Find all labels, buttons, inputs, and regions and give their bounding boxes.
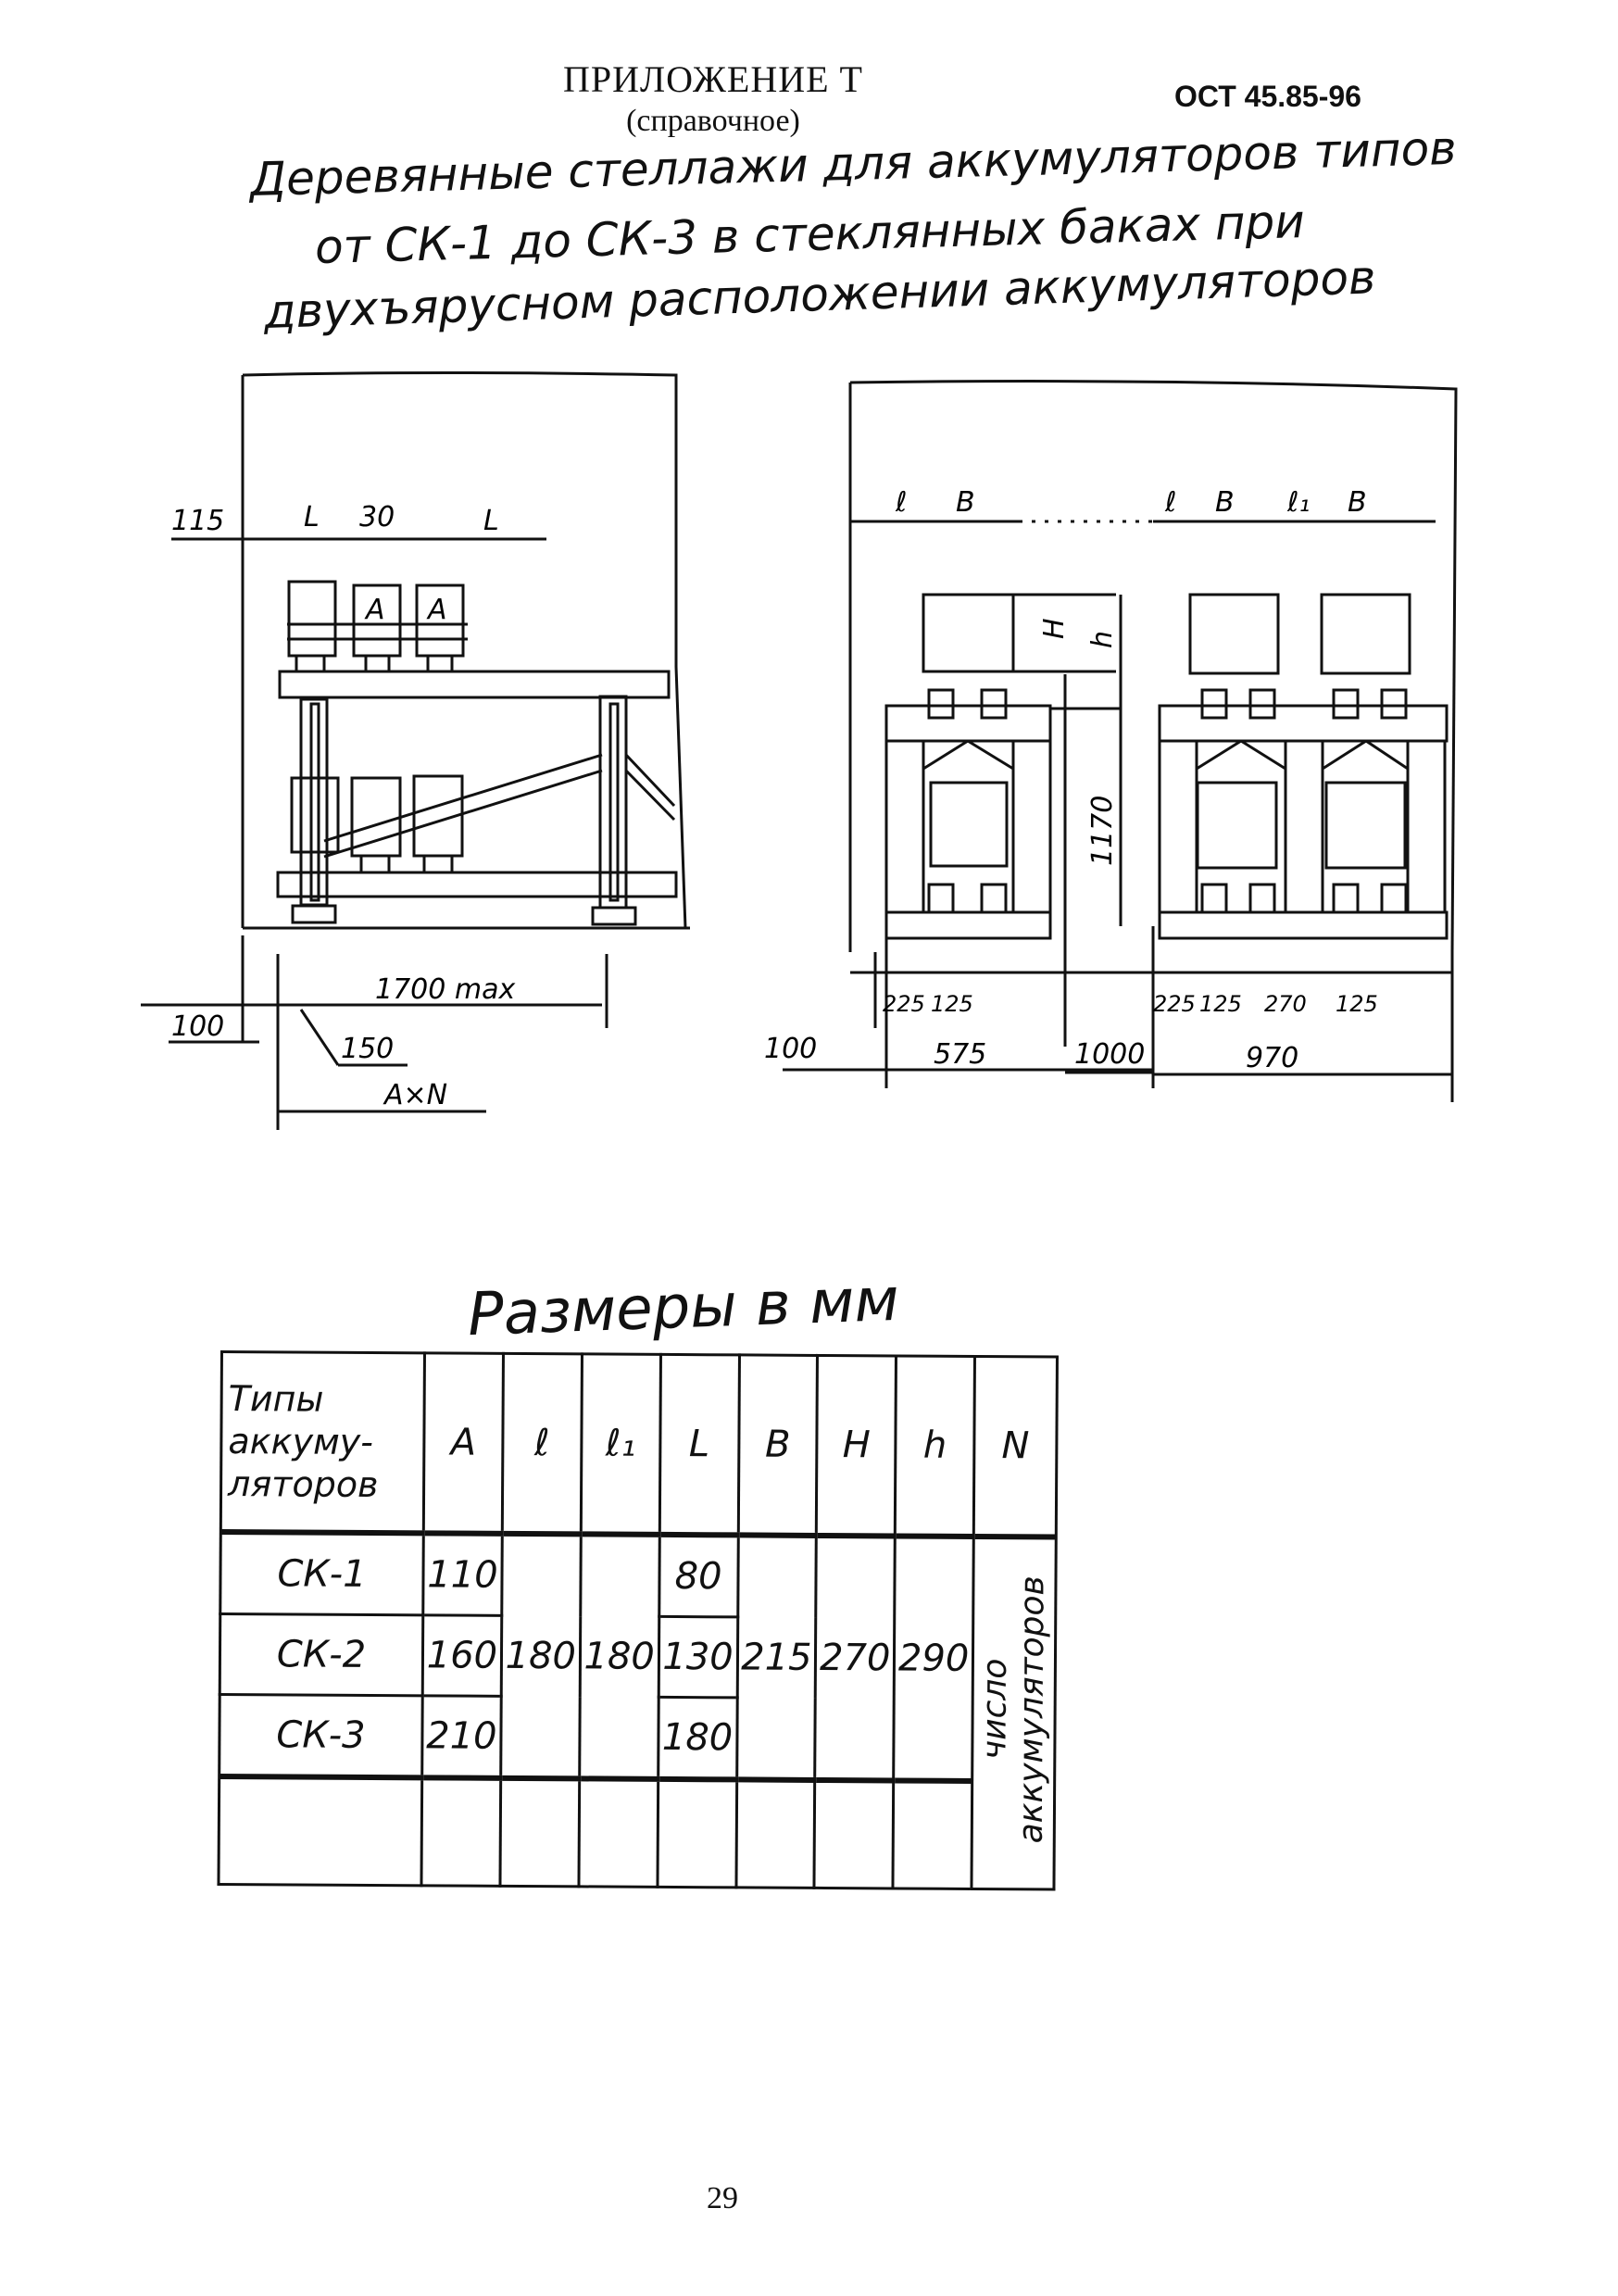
cell-A: 110	[422, 1533, 503, 1616]
dim-270: 270	[1264, 991, 1307, 1017]
row-type: СК-1	[219, 1532, 424, 1615]
cell-L: 130	[658, 1616, 738, 1698]
cell-l: 180	[500, 1533, 582, 1779]
dim-B-3: B	[1348, 486, 1367, 519]
table-row-empty	[218, 1776, 1055, 1889]
dim-970: 970	[1246, 1042, 1298, 1074]
cell-A: 160	[422, 1614, 502, 1697]
dim-115: 115	[171, 505, 224, 537]
dim-B-2: B	[1215, 486, 1235, 519]
dim-575: 575	[934, 1038, 986, 1071]
cell-A: 210	[421, 1695, 502, 1778]
header-L: L	[658, 1354, 739, 1536]
dim-L-right: L	[483, 505, 499, 537]
dim-1170: 1170	[1086, 796, 1119, 866]
dim-l1: ℓ₁	[1286, 486, 1310, 519]
right-end-view	[783, 380, 1458, 1102]
dimensions-table: Типы аккуму-ляторов A ℓ ℓ₁ L B H h N СК-…	[217, 1350, 1059, 1891]
dim-150: 150	[341, 1033, 394, 1065]
header-h: h	[895, 1355, 975, 1537]
cell-L: 80	[658, 1534, 738, 1617]
cell-h: 290	[893, 1536, 974, 1781]
left-side-view	[141, 371, 690, 1130]
label-A-2: A	[426, 594, 447, 626]
header-l: ℓ	[502, 1353, 583, 1535]
dim-30: 30	[359, 501, 395, 533]
dim-125-c: 125	[1336, 991, 1378, 1017]
empty-cell	[499, 1777, 580, 1887]
dim-L-left: L	[304, 501, 320, 533]
cell-l1: 180	[579, 1534, 659, 1779]
empty-cell	[578, 1778, 658, 1888]
header-types: Типы аккуму-ляторов	[220, 1351, 425, 1534]
label-A-1: A	[364, 594, 385, 626]
dim-225-a: 225	[883, 991, 925, 1017]
header-N: N	[973, 1356, 1058, 1537]
appendix-title: ПРИЛОЖЕНИЕ Т	[563, 58, 863, 100]
empty-cell	[218, 1776, 422, 1886]
header-H: H	[816, 1355, 897, 1537]
dim-100-right: 100	[764, 1033, 817, 1065]
row-type: СК-2	[219, 1613, 423, 1696]
cell-H: 270	[815, 1535, 896, 1781]
dim-1700-max: 1700 max	[375, 973, 515, 1006]
empty-cell	[657, 1778, 737, 1888]
header-l1: ℓ₁	[581, 1353, 661, 1535]
table-header-row: Типы аккуму-ляторов A ℓ ℓ₁ L B H h N	[220, 1351, 1058, 1537]
page-number: 29	[707, 2181, 738, 2215]
cell-N: число аккумуляторов	[972, 1536, 1057, 1890]
dim-A-x-N: A×N	[383, 1079, 447, 1111]
empty-cell	[735, 1779, 816, 1888]
header-B: B	[737, 1354, 818, 1536]
cell-B: 215	[736, 1535, 817, 1780]
cell-L: 180	[658, 1697, 737, 1780]
dim-1000: 1000	[1074, 1038, 1145, 1071]
empty-cell	[814, 1779, 894, 1888]
dim-225-b: 225	[1153, 991, 1196, 1017]
dim-125-a: 125	[931, 991, 973, 1017]
table-row: СК-1 110 180 180 80 215 270 290 число ак…	[219, 1532, 1057, 1890]
document-code: ОСТ 45.85-96	[1174, 80, 1361, 113]
dim-B-1: B	[956, 486, 975, 519]
table-caption: Размеры в мм	[466, 1265, 900, 1350]
dim-l-1: ℓ	[895, 486, 907, 519]
header-A: A	[423, 1352, 504, 1534]
rack-drawings: 115 L 30 L A A 1700 max 100 150 A×N ℓ B …	[141, 371, 1458, 1130]
dim-H: H	[1038, 618, 1071, 639]
appendix-subtitle: (справочное)	[626, 104, 800, 138]
empty-cell	[893, 1780, 972, 1889]
dim-l-2: ℓ	[1164, 486, 1176, 519]
empty-cell	[420, 1777, 501, 1887]
dim-h: h	[1086, 631, 1119, 648]
row-type: СК-3	[219, 1694, 423, 1778]
dim-100-left: 100	[171, 1010, 224, 1043]
dim-125-b: 125	[1199, 991, 1242, 1017]
cell-N-text: число аккумуляторов	[975, 1575, 1052, 1844]
